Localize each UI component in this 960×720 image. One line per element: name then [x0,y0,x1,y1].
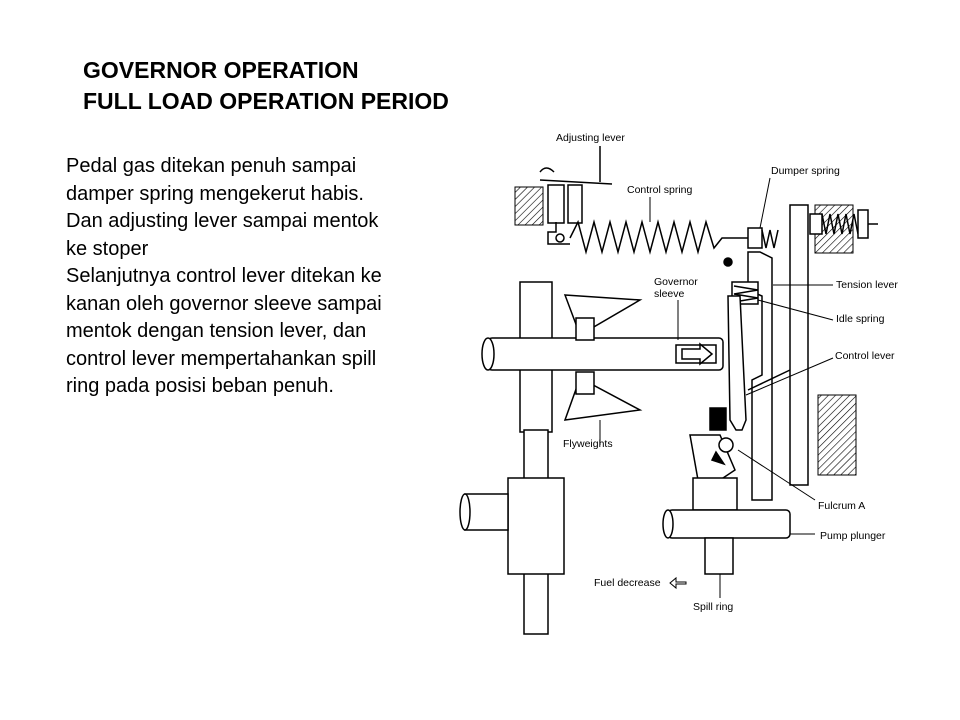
stopper-bolt [789,204,878,486]
label-fuel-decrease: Fuel decrease [594,577,661,589]
body-line-1: Pedal gas ditekan penuh sampai [66,155,357,177]
housing-right-bottom [817,394,857,476]
title-line-2: FULL LOAD OPERATION PERIOD [83,88,449,114]
adjusting-lever-part [539,146,613,245]
label-adjusting-lever: Adjusting lever [556,132,625,144]
governor-shaft [481,281,724,433]
body-line-3: Dan adjusting lever sampai mentok [66,210,379,232]
label-pump-plunger: Pump plunger [820,530,886,542]
label-governor-sleeve-2: sleeve [654,288,685,300]
title-line-1: GOVERNOR OPERATION [83,57,359,83]
body-line-7: mentok dengan tension lever, dan [66,320,367,342]
body-line-4: ke stoper [66,237,149,260]
body-line-5: Selanjutnya control lever ditekan ke [66,265,382,287]
label-idle-spring: Idle spring [836,313,885,325]
label-tension-lever: Tension lever [836,279,898,291]
vertical-shaft [459,429,565,635]
label-governor-sleeve-1: Governor [654,276,698,288]
pump-plunger-part [662,477,815,598]
dumper-spring-part [723,177,779,267]
label-fulcrum-a: Fulcrum A [818,500,865,512]
label-control-spring: Control spring [627,184,693,196]
fulcrum-linkage [689,407,816,501]
body-line-2: damper spring mengekerut habis. [66,182,364,205]
slide-title: GOVERNOR OPERATION FULL LOAD OPERATION P… [83,55,449,117]
flyweights [563,294,643,445]
description-text: Pedal gas ditekan penuh sampai damper sp… [66,153,456,401]
label-spill-ring: Spill ring [693,601,733,613]
label-control-lever: Control lever [835,350,895,362]
body-line-6: kanan oleh governor sleeve sampai [66,292,382,315]
body-line-9: ring pada posisi beban penuh. [66,375,334,397]
fuel-decrease-arrow [669,576,687,590]
control-lever [727,295,834,431]
control-spring [569,219,748,255]
body-line-8: control lever mempertahankan spill [66,347,377,370]
idle-spring-part [731,281,834,321]
housing-left-top [514,186,544,226]
label-dumper-spring: Dumper spring [771,165,840,177]
label-flyweights: Flyweights [563,438,613,450]
